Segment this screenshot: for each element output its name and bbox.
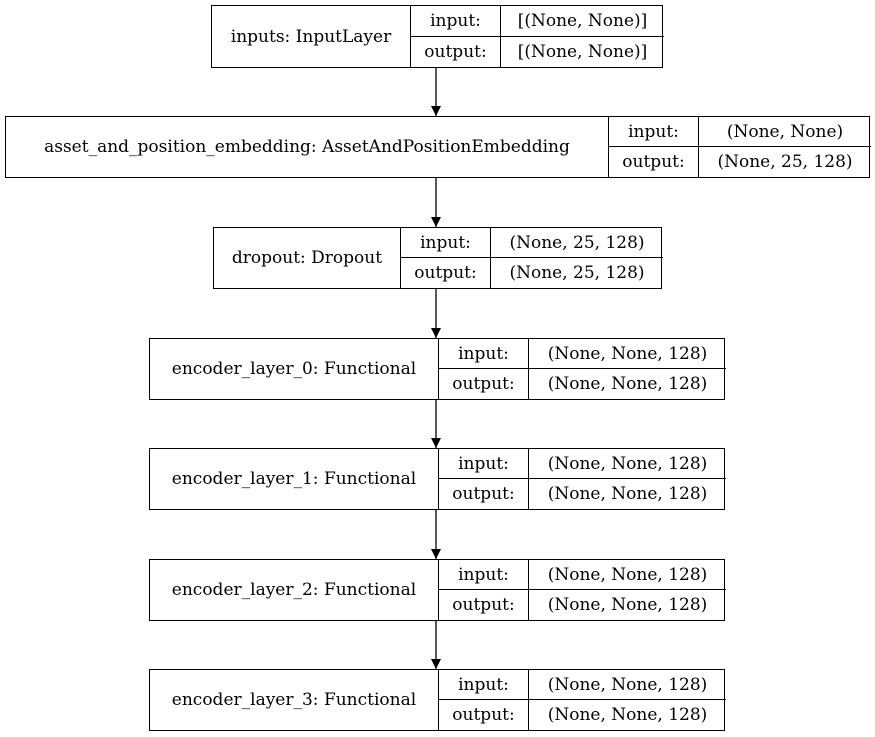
output-label: output: [411, 36, 501, 67]
output-shape: [(None, None)] [517, 41, 648, 62]
output-label: output: [609, 147, 699, 177]
input-shape: [(None, None)] [501, 6, 664, 37]
layer-node-encoder-layer-3: encoder_layer_3: Functional input: (None… [149, 669, 726, 731]
output-shape: (None, None, 128) [547, 374, 708, 394]
layer-name: dropout: Dropout [214, 228, 401, 288]
input-label: input: [401, 228, 491, 258]
input-shape: (None, None, 128) [529, 670, 726, 700]
input-label: input: [411, 6, 501, 37]
layer-name: asset_and_position_embedding: AssetAndPo… [6, 117, 609, 177]
input-shape: (None, None) [699, 117, 871, 147]
output-shape: (None, 25, 128) [717, 152, 853, 172]
output-label: output: [401, 258, 491, 288]
input-shape: (None, None, 128) [529, 449, 726, 479]
layer-node-encoder-layer-0: encoder_layer_0: Functional input: (None… [149, 338, 726, 400]
layer-name: encoder_layer_0: Functional [150, 339, 439, 399]
output-shape: (None, None, 128) [547, 484, 708, 504]
output-shape: (None, None, 128) [547, 705, 708, 725]
input-shape: (None, None, 128) [529, 560, 726, 590]
layer-name: inputs: InputLayer [212, 6, 411, 67]
layer-name: encoder_layer_2: Functional [150, 560, 439, 620]
layer-node-asset-and-position-embedding: asset_and_position_embedding: AssetAndPo… [5, 116, 871, 178]
input-label: input: [439, 449, 529, 479]
input-label: input: [439, 670, 529, 700]
output-label: output: [439, 369, 529, 399]
layer-node-encoder-layer-2: encoder_layer_2: Functional input: (None… [149, 559, 726, 621]
input-shape: (None, None, 128) [529, 339, 726, 369]
input-label: input: [439, 560, 529, 590]
layer-name: encoder_layer_3: Functional [150, 670, 439, 730]
output-shape: (None, 25, 128) [509, 263, 645, 283]
output-label: output: [439, 700, 529, 730]
layer-node-inputs: inputs: InputLayer input: [(None, None)]… [211, 5, 664, 68]
layer-node-encoder-layer-1: encoder_layer_1: Functional input: (None… [149, 448, 726, 510]
input-label: input: [439, 339, 529, 369]
output-label: output: [439, 590, 529, 620]
input-label: input: [609, 117, 699, 147]
output-label: output: [439, 479, 529, 509]
layer-name: encoder_layer_1: Functional [150, 449, 439, 509]
input-shape: (None, 25, 128) [491, 228, 663, 258]
layer-node-dropout: dropout: Dropout input: (None, 25, 128) … [213, 227, 663, 289]
output-shape: (None, None, 128) [547, 595, 708, 615]
